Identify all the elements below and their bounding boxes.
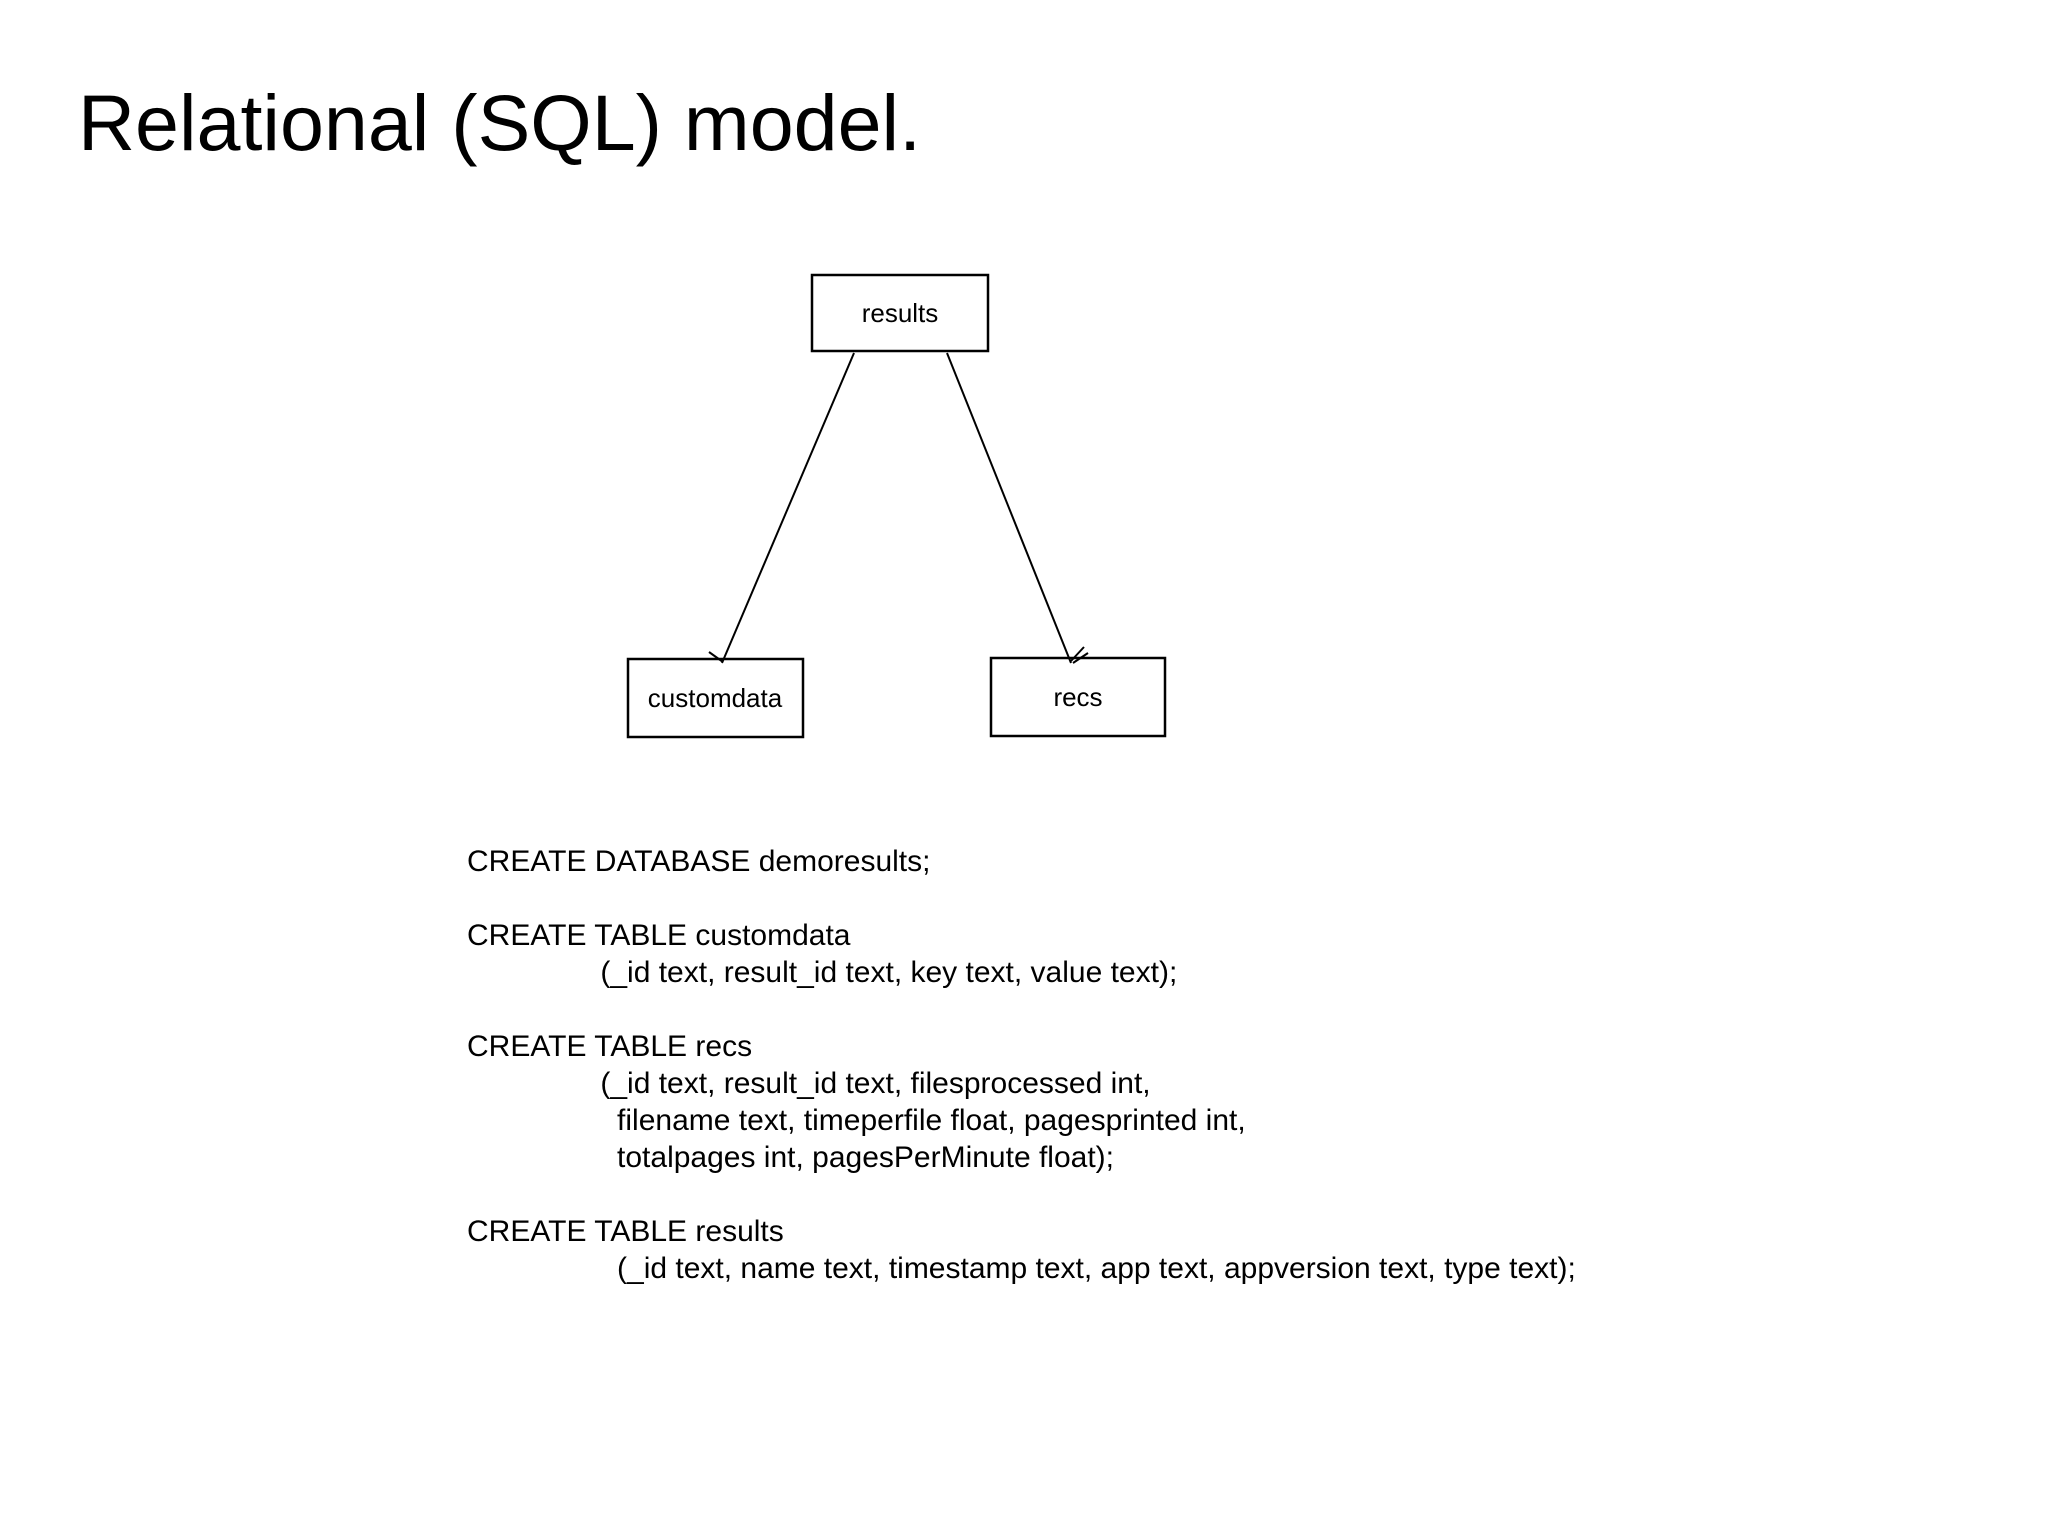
arrowhead-icon: [1070, 646, 1089, 664]
node-recs-box: [989, 656, 1167, 738]
sql-code-block: CREATE DATABASE demoresults; CREATE TABL…: [467, 845, 1576, 1285]
node-recs-label: recs: [1053, 682, 1102, 712]
arrowhead-icon: [708, 651, 724, 663]
edge-results-customdata: [708, 352, 855, 664]
edge-line: [946, 352, 1072, 664]
slide-title: Relational (SQL) model.: [78, 78, 922, 167]
node-customdata-label: customdata: [648, 683, 783, 713]
edge-line: [721, 352, 855, 664]
node-results-label: results: [862, 298, 939, 328]
edge-results-recs: [946, 352, 1089, 664]
node-customdata-box: [626, 657, 805, 739]
node-results-box: [810, 273, 990, 353]
